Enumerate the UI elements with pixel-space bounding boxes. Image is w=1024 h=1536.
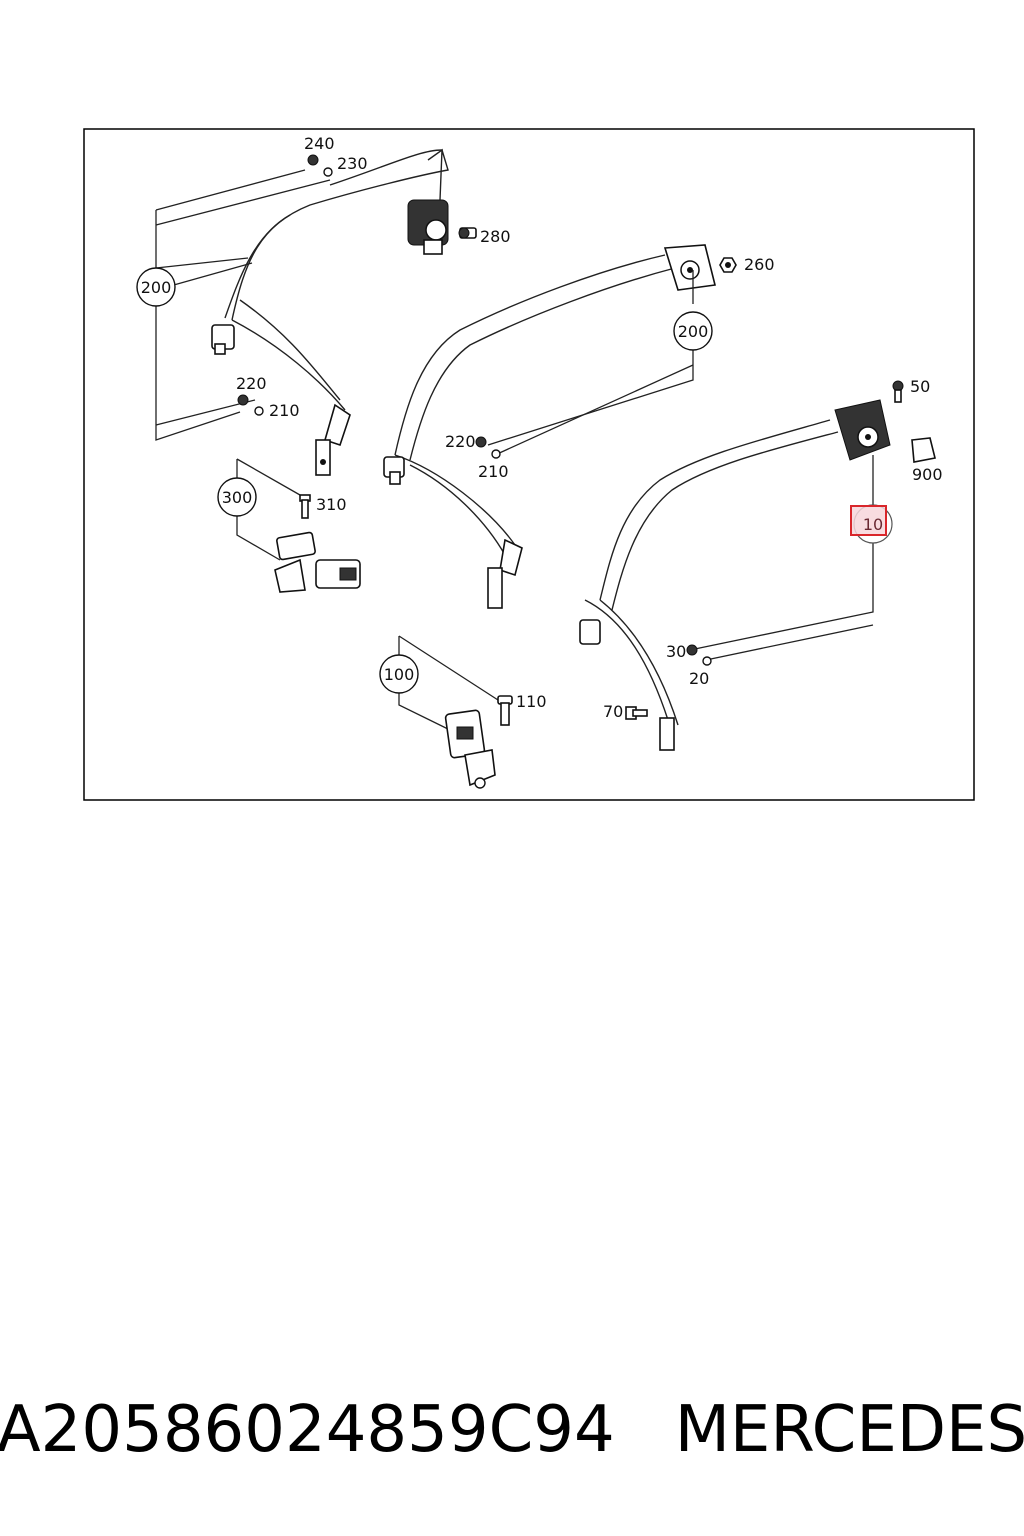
callout-300[interactable]: 300: [217, 477, 257, 517]
brand-name: MERCEDES: [674, 1393, 1024, 1467]
washer-210-center-icon: [491, 449, 501, 459]
label-260: 260: [744, 255, 775, 274]
buckle-100-icon: [444, 709, 496, 789]
label-20: 20: [689, 669, 709, 688]
washer-230-icon: [323, 167, 333, 177]
buckle-300-icon: [274, 531, 361, 593]
label-280: 280: [480, 227, 511, 246]
washer-210-left-icon: [254, 406, 264, 416]
bolt-280-icon: [458, 227, 477, 239]
center-lower-bracket-icon: [487, 538, 523, 609]
bolt-70-icon: [625, 706, 648, 720]
right-retractor-icon: [834, 399, 891, 461]
right-belt-assembly: [579, 399, 936, 751]
fastener-220-left-icon: [237, 394, 249, 406]
center-retractor-icon: [663, 244, 716, 291]
nut-260-icon: [719, 257, 737, 273]
label-110: 110: [516, 692, 547, 711]
left-upper-anchor-icon: [211, 324, 235, 355]
highlight-box: [850, 505, 887, 536]
fastener-220-center-icon: [475, 436, 487, 448]
bolt-310-icon: [299, 494, 311, 519]
washer-20-icon: [702, 656, 712, 666]
buckle-300-assembly: [236, 458, 361, 593]
label-210-center: 210: [478, 462, 509, 481]
label-30: 30: [666, 642, 686, 661]
svg-text:10: 10: [863, 515, 883, 534]
label-220-center: 220: [445, 432, 476, 451]
fastener-30-icon: [686, 644, 698, 656]
svg-text:100: 100: [384, 665, 415, 684]
part-footer: A20586024859C94 MERCEDES: [0, 1380, 1024, 1480]
label-220-left: 220: [236, 374, 267, 393]
right-lower-anchor-icon: [659, 717, 675, 751]
left-retractor-icon: [407, 148, 449, 255]
label-70: 70: [603, 702, 623, 721]
center-upper-anchor-icon: [383, 456, 405, 485]
label-50: 50: [910, 377, 930, 396]
callout-10-highlighted[interactable]: 10: [850, 504, 893, 544]
label-310: 310: [316, 495, 347, 514]
left-belt-assembly: [155, 148, 449, 476]
buckle-100-assembly: [398, 635, 513, 789]
fastener-240-icon: [307, 154, 319, 166]
bolt-110-icon: [497, 695, 513, 726]
diagram-frame: [83, 128, 975, 801]
label-900: 900: [912, 465, 943, 484]
label-240: 240: [304, 134, 335, 153]
svg-text:300: 300: [222, 488, 253, 507]
seat-belt-parts-diagram: 200 200 300 100 10 240 230 280 260 220 2…: [83, 128, 975, 801]
label-230: 230: [337, 154, 368, 173]
connector-900-icon: [911, 437, 936, 463]
callout-200-left[interactable]: 200: [136, 267, 176, 307]
right-upper-anchor-icon: [579, 619, 601, 645]
callout-200-center[interactable]: 200: [673, 311, 713, 351]
label-210-left: 210: [269, 401, 300, 420]
svg-text:200: 200: [141, 278, 172, 297]
callout-100[interactable]: 100: [379, 654, 419, 694]
left-lower-bracket-icon: [315, 403, 351, 476]
bolt-50-icon: [892, 380, 904, 403]
part-number: A20586024859C94: [0, 1393, 615, 1467]
svg-text:200: 200: [678, 322, 709, 341]
center-belt-assembly: [383, 244, 716, 609]
